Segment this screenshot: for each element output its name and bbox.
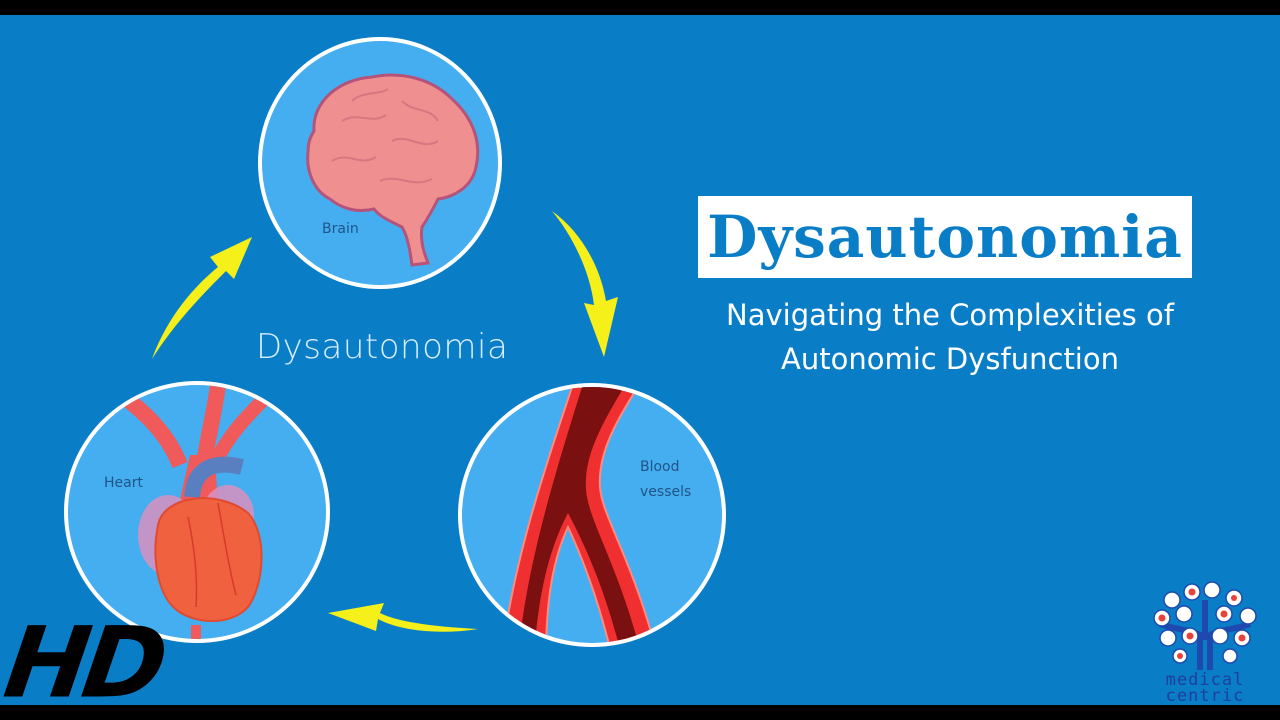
blood-vessels-circle: Blood vessels	[458, 383, 726, 647]
brand-line2: centric	[1165, 686, 1245, 705]
cycle-arrows	[152, 211, 618, 632]
thumbnail-canvas: Brain Heart Blood vessels	[0, 15, 1280, 705]
arrow-brain-to-vessels-icon	[552, 211, 618, 357]
brand-line1: medical	[1165, 670, 1245, 690]
letterbox-bottom	[0, 705, 1280, 720]
brand-logo: medical centric	[1150, 580, 1260, 705]
subtitle-line1: Navigating the Complexities of	[726, 298, 1174, 332]
subtitle: Navigating the Complexities of Autonomic…	[680, 293, 1220, 381]
medical-tree-icon	[1153, 581, 1257, 670]
arrow-vessels-to-heart-icon	[328, 603, 478, 632]
brain-label: Brain	[322, 221, 359, 237]
heart-label: Heart	[104, 475, 143, 491]
hd-badge: HD	[0, 605, 169, 705]
heart-circle: Heart	[64, 381, 330, 643]
brain-icon	[306, 73, 480, 267]
blood-vessels-label: Blood vessels	[640, 455, 691, 505]
heart-icon	[117, 385, 273, 639]
blood-vessel-icon	[502, 387, 656, 643]
page-title: Dysautonomia	[707, 203, 1183, 271]
blood-vessels-label-line2: vessels	[640, 484, 692, 500]
arrow-heart-to-brain-icon	[152, 237, 252, 359]
blood-vessels-label-line1: Blood	[640, 459, 680, 475]
subtitle-line2: Autonomic Dysfunction	[781, 342, 1119, 376]
letterbox-top	[0, 0, 1280, 15]
diagram-center-label: Dysautonomia	[256, 327, 509, 367]
brain-circle: Brain	[258, 37, 502, 289]
title-banner: Dysautonomia	[698, 196, 1192, 278]
